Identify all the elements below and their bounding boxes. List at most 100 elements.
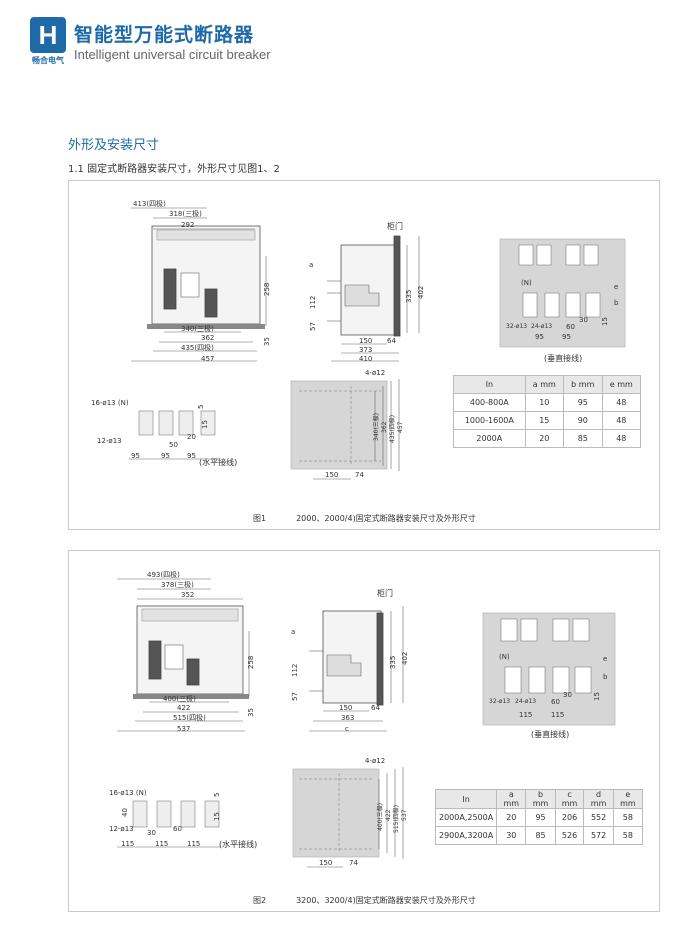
vert-n-label: (N)	[521, 279, 532, 287]
table-header: c mm	[554, 789, 585, 809]
vert-dim-e: e	[614, 283, 618, 291]
table-cell: 526	[554, 826, 585, 845]
side-dim-64: 64	[371, 704, 380, 712]
vert-dim-60: 60	[551, 698, 560, 706]
horiz-12-holes: 12-ø13	[97, 437, 122, 445]
horiz-dim-115b: 115	[155, 840, 168, 848]
figure2-drawings: 493(四极) 378(三极) 352 258 400(三极) 422 515(…	[109, 570, 616, 868]
side-dim-a: a	[309, 261, 313, 269]
front-dim-height: 258	[247, 656, 255, 669]
table-header: In	[434, 789, 498, 809]
table-cell: 48	[601, 393, 642, 412]
vert-dim-15: 15	[593, 692, 601, 701]
table-row: 2000A,2500A 20 95 206 552 58	[434, 808, 644, 827]
vertical-wiring-view: (N) 32-ø13 24-ø13 115 115 60 30 15 b e (…	[482, 612, 616, 739]
mount-dim-74: 74	[349, 859, 358, 867]
vert-dim-115b: 115	[551, 711, 564, 719]
vert-24-holes: 24-ø13	[515, 698, 536, 705]
front-dim-b4: 537	[177, 725, 190, 733]
side-dim-410: 410	[359, 355, 372, 363]
table-cell: 20	[524, 429, 564, 448]
horiz-dim-20: 20	[187, 433, 196, 441]
front-dim-top2: 318(三极)	[169, 209, 202, 218]
vert-dim-b: b	[614, 299, 619, 307]
table-cell: 572	[583, 826, 614, 845]
front-dim-b2: 422	[177, 704, 190, 712]
horizontal-wiring-label: (水平接线)	[199, 457, 237, 467]
horiz-dim-95a: 95	[131, 452, 140, 460]
table-header: e mm	[601, 375, 642, 394]
horiz-dim-40: 40	[121, 808, 129, 817]
front-dim-top1: 493(四极)	[147, 570, 180, 579]
side-dim-c: c	[345, 725, 349, 733]
front-view: 493(四极) 378(三极) 352 258 400(三极) 422 515(…	[117, 570, 255, 733]
table-cell: 85	[525, 826, 556, 845]
horiz-dim-15: 15	[201, 420, 209, 429]
vert-dim-e: e	[603, 655, 607, 663]
horizontal-wiring-view: 16-ø13 (N) 12-ø13 115 115 115 30 40 60 1…	[109, 789, 257, 849]
horiz-dim-30: 30	[147, 829, 156, 837]
caption-text: 2000、2000/4)固定式断路器安装尺寸及外形尺寸	[296, 514, 476, 523]
mount-dim-362: 362	[381, 421, 388, 433]
side-dim-57: 57	[291, 692, 299, 701]
figure1-panel: 413(四极) 318(三极) 292 258 340(三极) 362 435(…	[68, 180, 660, 530]
front-dim-b3: 435(四极)	[181, 343, 214, 352]
section-subtitle: 1.1 固定式断路器安装尺寸，外形尺寸见图1、2	[68, 164, 280, 175]
side-view: 柜门 a 112 57 335 402 150 64 373 410	[309, 221, 425, 363]
front-dim-b5: 35	[263, 337, 271, 346]
table-cell: 2900A,3200A	[434, 826, 498, 845]
horiz-dim-60: 60	[173, 825, 182, 833]
table-row: 400-800A 10 95 48	[453, 393, 642, 412]
mount-holes: 4-ø12	[365, 369, 385, 377]
table-row: 2000A 20 85 48	[453, 429, 642, 448]
side-dim-335: 335	[405, 290, 413, 303]
front-dim-b5: 35	[247, 708, 255, 717]
table-cell: 90	[562, 411, 603, 430]
table-header: e mm	[612, 789, 644, 809]
table-cell: 95	[562, 393, 603, 412]
vertical-wiring-label: (垂直接线)	[531, 729, 569, 739]
horiz-dim-115c: 115	[187, 840, 200, 848]
horizontal-wiring-view: 16-ø13 (N) 12-ø13 95 95 95 50 20 15 5 (水…	[91, 399, 237, 467]
mounting-view: 4-ø12 400(三极) 422 515(四极) 537 150 74	[292, 757, 408, 868]
front-dim-b3: 515(四极)	[173, 713, 206, 722]
mount-dim-435: 435(四极)	[388, 415, 396, 443]
vert-dim-15: 15	[601, 317, 609, 326]
table-header: a mm	[524, 375, 564, 394]
side-dim-150: 150	[359, 337, 372, 345]
figure1-spec-table: In a mm b mm e mm 400-800A 10 95 48 1000…	[453, 375, 642, 448]
horiz-dim-5: 5	[213, 793, 221, 797]
company-logo: H	[30, 17, 66, 53]
vert-32-holes: 32-ø13	[489, 698, 510, 705]
side-dim-402: 402	[417, 286, 425, 299]
horiz-dim-95b: 95	[161, 452, 170, 460]
vertical-wiring-view: (N) 32-ø13 24-ø13 95 95 60 30 15 b e (垂直…	[499, 238, 626, 363]
figure1-caption: 图1 2000、2000/4)固定式断路器安装尺寸及外形尺寸	[253, 513, 476, 524]
side-dim-335: 335	[389, 656, 397, 669]
horiz-16-holes: 16-ø13 (N)	[109, 789, 147, 797]
side-dim-373: 373	[359, 346, 372, 354]
table-row: 2900A,3200A 30 85 526 572 58	[434, 826, 644, 845]
side-dim-112: 112	[309, 296, 317, 309]
mount-dim-400: 400(三极)	[376, 803, 384, 831]
horiz-dim-15: 15	[213, 812, 221, 821]
table-cell: 95	[525, 808, 556, 827]
vert-dim-95a: 95	[535, 333, 544, 341]
mount-holes: 4-ø12	[365, 757, 385, 765]
table-header: In	[453, 375, 526, 394]
table-header-row: In a mm b mm c mm d mm e mm	[434, 789, 644, 809]
vert-dim-95b: 95	[562, 333, 571, 341]
caption-number: 图1	[253, 514, 267, 523]
mount-dim-150: 150	[319, 859, 332, 867]
horizontal-wiring-label: (水平接线)	[219, 839, 257, 849]
side-dim-363: 363	[341, 714, 354, 722]
front-dim-b1: 340(三极)	[181, 324, 214, 333]
vertical-wiring-label: (垂直接线)	[544, 353, 582, 363]
side-dim-64: 64	[387, 337, 396, 345]
mount-dim-340: 340(三极)	[372, 413, 380, 441]
vert-n-label: (N)	[499, 653, 510, 661]
front-view: 413(四极) 318(三极) 292 258 340(三极) 362 435(…	[131, 199, 271, 363]
table-cell: 58	[612, 826, 644, 845]
section-title: 外形及安装尺寸	[68, 138, 160, 153]
